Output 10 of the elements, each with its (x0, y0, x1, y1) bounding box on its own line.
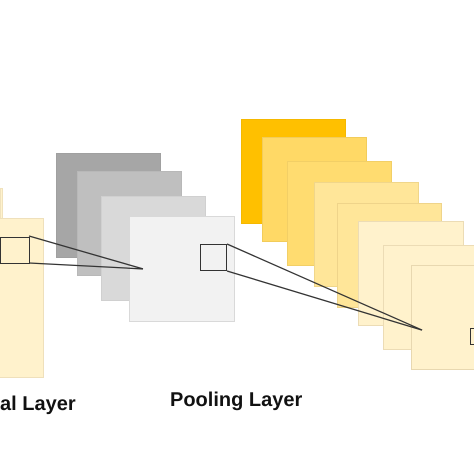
projection-line (28, 262, 144, 270)
projection-line (226, 243, 422, 331)
feature-map (0, 218, 44, 378)
projection-line (28, 235, 144, 270)
layer-label: al Layer (0, 393, 76, 416)
feature-map (0, 188, 3, 220)
projection-line (226, 270, 422, 331)
layer-label: Pooling Layer (170, 389, 302, 412)
receptive-field-square (200, 244, 227, 271)
receptive-field-square (0, 237, 30, 264)
